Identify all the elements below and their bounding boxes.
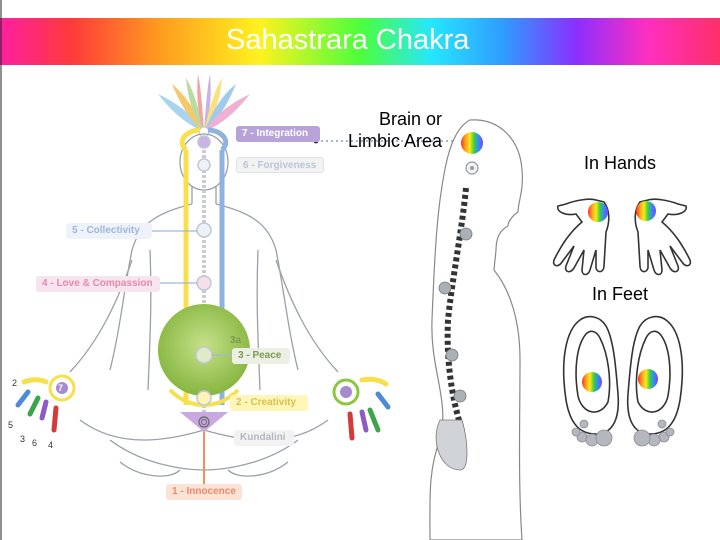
chakra-4-label: 4 - Love & Compassion: [36, 276, 160, 292]
hands-label: In Hands: [583, 153, 657, 173]
left-foot-rainbow-icon: [582, 372, 602, 392]
finger-number: 4: [48, 440, 54, 450]
left-palm-rainbow-icon: [588, 202, 608, 222]
spine: [435, 187, 473, 471]
title-banner: [0, 18, 720, 65]
chakra-7-label: 7 - Integration: [236, 126, 320, 142]
hands-outline: [552, 198, 692, 276]
chakra-3-label: 3 - Peace: [232, 348, 290, 364]
chakra-1-label: 1 - Innocence: [166, 484, 242, 500]
right-palm-rainbow-icon: [636, 201, 656, 221]
kundalini-triangle-icon: [180, 412, 228, 432]
chakra-5-label: 5 - Collectivity: [66, 223, 152, 239]
chakra-6-label: 6 - Forgiveness: [236, 157, 324, 173]
sahasrara-crown-icon: [158, 74, 250, 138]
brain-label: Brain or Limbic Area: [347, 109, 442, 151]
finger-number: 6: [32, 438, 38, 448]
feet-label: In Feet: [591, 284, 649, 304]
profile-silhouette: [429, 119, 524, 540]
finger-number: 3: [20, 434, 26, 444]
chakra-points: [195, 135, 213, 406]
finger-number: 2: [12, 378, 18, 388]
right-foot-rainbow-icon: [638, 369, 658, 389]
finger-number: 5: [8, 420, 14, 430]
figure-hands: [15, 374, 391, 441]
chakra-2-label: 2 - Creativity: [230, 395, 308, 411]
slide-title: Sahastrara Chakra: [226, 24, 470, 56]
finger-number: 7: [58, 383, 64, 393]
kundalini-label: Kundalini: [234, 430, 294, 446]
crown-rainbow-icon: [461, 132, 483, 154]
chakra-3a-label: 3a: [230, 335, 242, 346]
toes: [571, 419, 675, 447]
feet-outline: [562, 315, 684, 435]
